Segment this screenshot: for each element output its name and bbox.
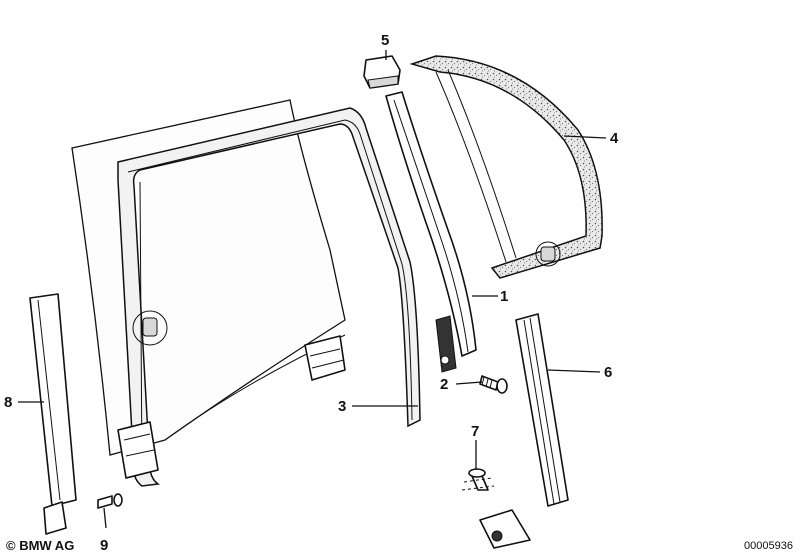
callout-6: 6	[604, 364, 612, 381]
callout-4: 4	[610, 130, 619, 147]
screw-upper	[479, 375, 508, 394]
channel-guide	[479, 313, 569, 549]
screw-bottom	[97, 493, 123, 509]
callout-8: 8	[4, 394, 12, 411]
quarter-window-seal	[409, 55, 603, 279]
guide-rail	[385, 91, 477, 373]
glass-lifter-bracket-upper	[304, 335, 346, 381]
leader-lines	[18, 50, 607, 529]
copyright-mark: © BMW AG	[6, 538, 75, 553]
callout-2: 2	[440, 376, 448, 393]
callout-5: 5	[381, 32, 389, 49]
callout-9: 9	[100, 537, 108, 554]
door-post-trim	[29, 293, 77, 535]
document-number: 00005936	[744, 540, 793, 552]
callout-1: 1	[500, 288, 508, 305]
clip	[363, 55, 401, 89]
glass-lifter-bracket-lower	[117, 421, 159, 479]
callout-3: 3	[338, 398, 346, 415]
screw-lower	[461, 468, 495, 491]
callout-7: 7	[471, 423, 479, 440]
